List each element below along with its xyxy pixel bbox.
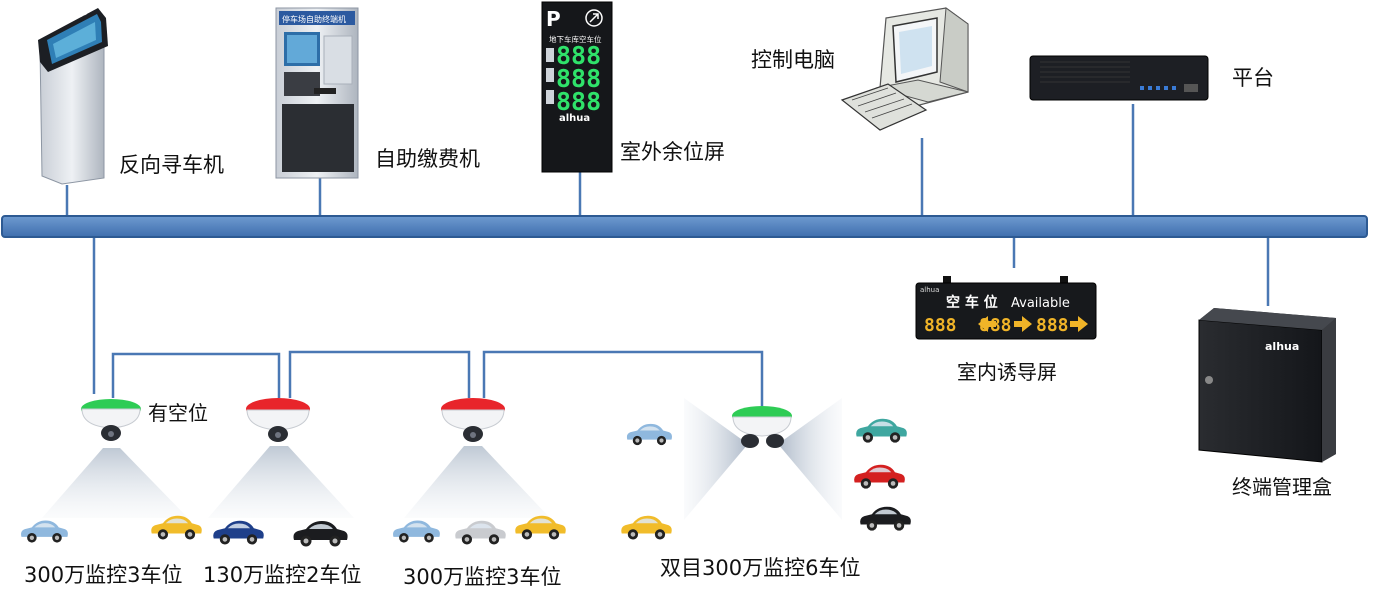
indoor-label: 室内诱导屏	[957, 360, 1057, 384]
car-mini-blue	[213, 520, 264, 545]
outdoor-display: P 地下车库空车位 888 888 888 alhua	[541, 1, 613, 173]
outdoor-arrow-icon	[585, 9, 603, 27]
kiosk-label: 反向寻车机	[119, 153, 224, 177]
car-blue-beetle-1	[21, 520, 68, 543]
payment-machine: 停车场自助终端机	[275, 7, 359, 179]
car-black-hatch-1	[293, 521, 348, 547]
car-yellow-truck-3	[621, 515, 672, 540]
box-label: 终端管理盒	[1232, 475, 1332, 499]
platform-server	[1029, 55, 1209, 101]
binocular-cone-left	[684, 398, 748, 520]
box-brand: alhua	[1265, 340, 1299, 353]
vacancy-status-label: 有空位	[148, 401, 208, 425]
outdoor-p-icon: P	[546, 7, 561, 31]
outdoor-digits-3: 888	[556, 87, 601, 116]
camera-chain-1	[111, 352, 281, 398]
indoor-display: alhua 空 车 位 Available 888 888 888	[915, 276, 1097, 340]
indoor-digits-2: 888	[979, 315, 1012, 336]
camera-1-green	[81, 399, 141, 441]
terminal-box: alhua	[1198, 308, 1336, 463]
network-bus	[1, 215, 1368, 238]
car-blue-beetle-2	[393, 520, 440, 543]
box-lock-icon	[1205, 376, 1213, 384]
group-label-2: 130万监控2车位	[203, 563, 361, 587]
indoor-digits-3: 888	[1036, 315, 1069, 336]
pay-label: 自助缴费机	[375, 147, 480, 171]
car-red-classic	[854, 464, 905, 489]
platform-label: 平台	[1232, 66, 1274, 90]
camera-cones	[42, 398, 842, 520]
outdoor-digits-1: 888	[556, 41, 601, 70]
group-label-1: 300万监控3车位	[24, 563, 182, 587]
control-computer	[840, 7, 969, 131]
camera-chain-2	[288, 350, 471, 398]
camera-3-red	[441, 398, 505, 442]
car-black-hatch-2	[860, 506, 911, 531]
outdoor-header: 地下车库空车位	[549, 34, 602, 44]
pay-screen-title: 停车场自助终端机	[282, 14, 346, 24]
outdoor-label: 室外余位屏	[620, 140, 725, 164]
car-yellow-truck-2	[515, 515, 566, 540]
indoor-arrow-left-icon	[978, 316, 996, 332]
camera-chain-3	[482, 350, 764, 406]
group-label-3: 300万监控3车位	[403, 565, 561, 589]
indoor-arrow-right-icon	[1014, 316, 1032, 332]
indoor-header-cn: 空 车 位	[946, 294, 998, 311]
binocular-cone-right	[778, 398, 842, 520]
car-yellow-truck-1	[151, 515, 202, 540]
car-silver-beetle	[455, 520, 506, 545]
camera-4-binocular-green	[732, 406, 792, 448]
outdoor-digits-2: 888	[556, 64, 601, 93]
indoor-arrow-right-icon-2	[1070, 316, 1088, 332]
reverse-finder-kiosk: alhua	[38, 8, 108, 185]
pc-label: 控制电脑	[751, 48, 835, 72]
car-teal-classic	[856, 418, 907, 443]
camera-2-red	[246, 398, 310, 442]
group-label-4: 双目300万监控6车位	[660, 556, 860, 580]
indoor-digits-1: 888	[924, 315, 957, 336]
indoor-header-en: Available	[1011, 296, 1070, 311]
car-blue-beetle-3	[626, 423, 672, 446]
connection-lines	[65, 104, 1270, 406]
outdoor-brand: alhua	[559, 113, 590, 124]
indoor-brand: alhua	[920, 286, 939, 294]
